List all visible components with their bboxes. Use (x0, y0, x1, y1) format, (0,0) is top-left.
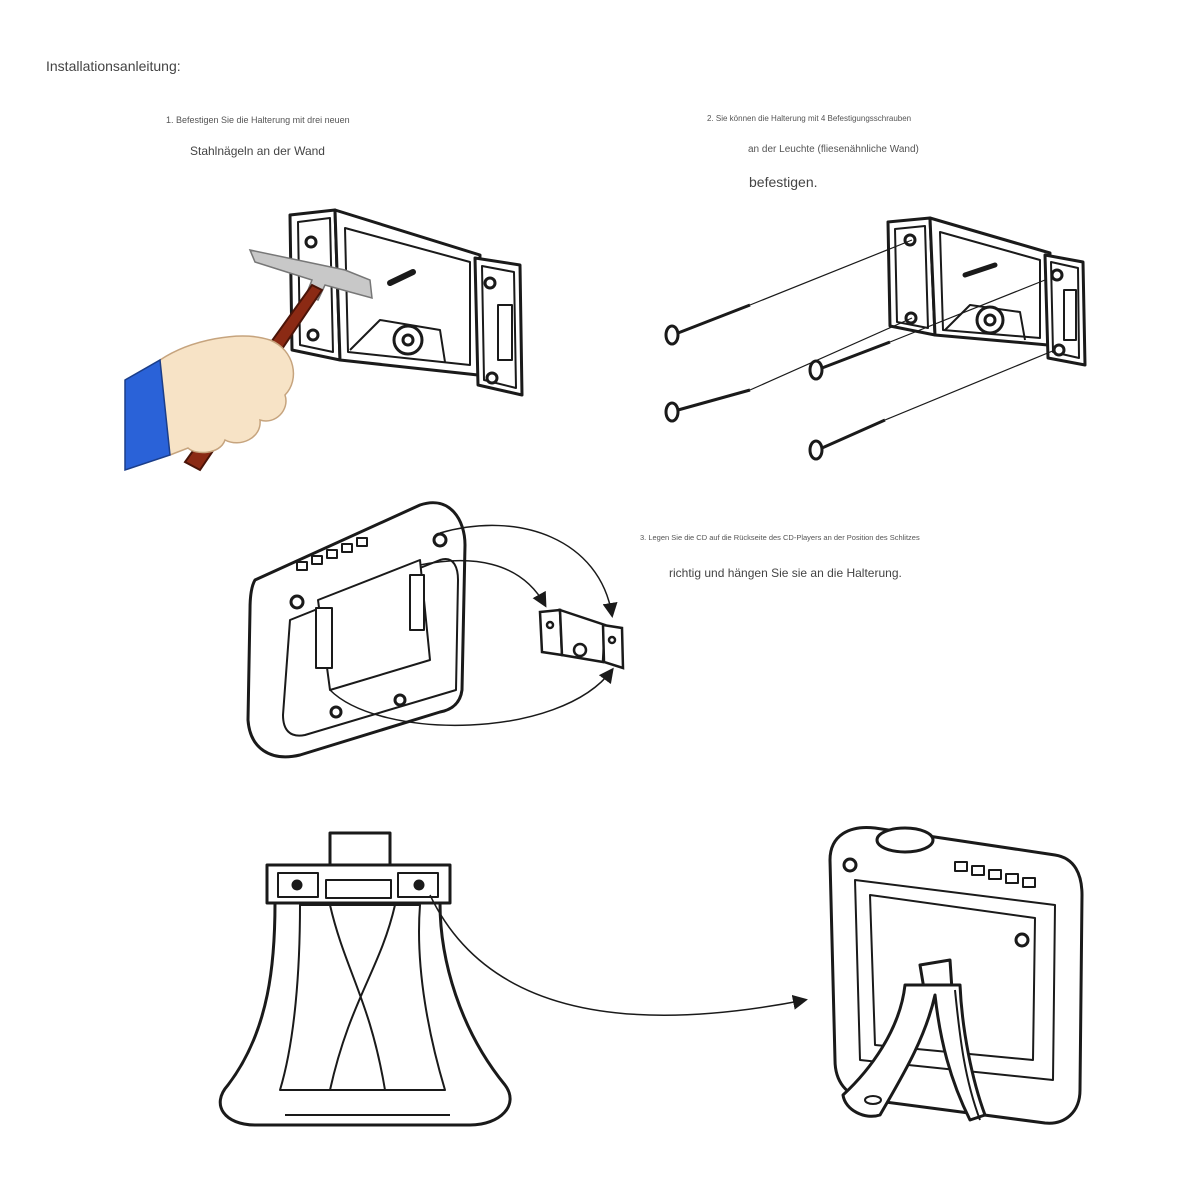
stand-icon (841, 958, 987, 1122)
page-title: Installationsanleitung: (46, 58, 181, 74)
hand-icon (124, 335, 295, 472)
bracket-icon (538, 608, 625, 670)
stand-icon (218, 831, 512, 1127)
step3-line1: 3. Legen Sie die CD auf die Rückseite de… (640, 533, 920, 542)
step2-line3: befestigen. (749, 174, 818, 190)
bracket-icon (288, 208, 524, 397)
bracket-icon (886, 216, 1087, 367)
step2-line1: 2. Sie können die Halterung mit 4 Befest… (707, 114, 912, 123)
screw-icon (664, 239, 1056, 461)
step2-line2: an der Leuchte (fliesenähnliche Wand) (748, 144, 919, 155)
arrow-icon (429, 894, 808, 1016)
cd-player-icon (246, 501, 467, 759)
step1-line1: 1. Befestigen Sie die Halterung mit drei… (166, 115, 350, 125)
step3-line2: richtig und hängen Sie sie an die Halter… (669, 566, 902, 580)
arrow-icon (329, 524, 618, 727)
step1-line2: Stahlnägeln an der Wand (190, 144, 325, 158)
